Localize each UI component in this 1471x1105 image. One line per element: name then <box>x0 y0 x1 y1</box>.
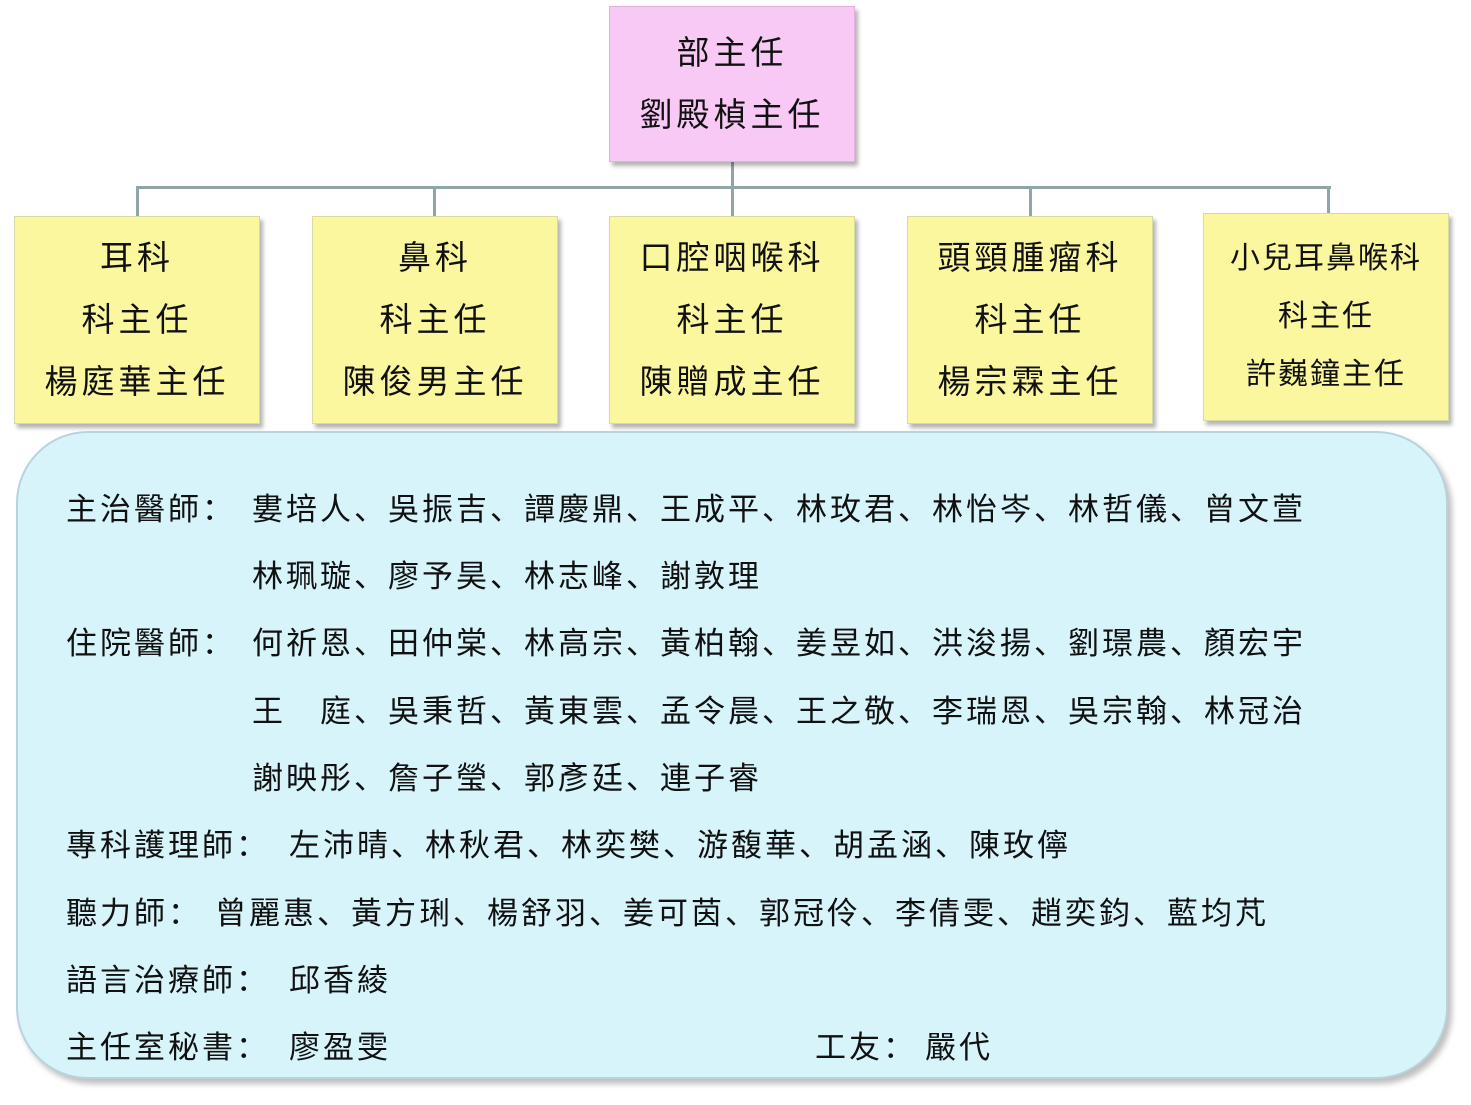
dept-role: 科主任 <box>974 300 1086 339</box>
audiologist-label: 聽力師： <box>66 896 202 932</box>
secretary-label: 主任室秘書： <box>66 1030 270 1066</box>
connector-drop-pediatric <box>1327 186 1330 216</box>
attending-names-line2: 林珮璇、廖予昊、林志峰、謝敦理 <box>252 559 762 595</box>
connector-drop-headneck <box>1029 186 1032 216</box>
dept-role: 科主任 <box>81 300 193 339</box>
dept-node-throat: 口腔咽喉科 科主任 陳贈成主任 <box>609 216 855 424</box>
resident-names-line2: 王 庭、吳秉哲、黃東雲、孟令晨、王之敬、李瑞恩、吳宗翰、林冠治 <box>252 694 1306 730</box>
speech-therapist-label: 語言治療師： <box>66 963 270 999</box>
connector-drop-nose <box>433 186 436 216</box>
attending-names-line1: 婁培人、吳振吉、譚慶鼎、王成平、林玫君、林怡岑、林哲儀、曾文萱 <box>252 492 1306 528</box>
root-title: 部主任 <box>676 33 788 72</box>
worker-label: 工友： <box>815 1030 917 1066</box>
dept-name: 耳科 <box>100 238 174 277</box>
connector-drop-ear <box>136 186 139 216</box>
np-label: 專科護理師： <box>66 828 270 864</box>
dept-head: 陳俊男主任 <box>342 362 528 401</box>
connector-root-stem <box>731 162 734 190</box>
root-node: 部主任 劉殿楨主任 <box>609 6 855 162</box>
dept-head: 陳贈成主任 <box>639 362 825 401</box>
resident-label: 住院醫師： <box>66 626 236 662</box>
dept-head: 楊宗霖主任 <box>937 362 1123 401</box>
dept-name: 小兒耳鼻喉科 <box>1230 241 1422 276</box>
dept-name: 口腔咽喉科 <box>639 238 825 277</box>
secretary-names: 廖盈雯 <box>289 1030 391 1066</box>
root-name: 劉殿楨主任 <box>639 95 825 134</box>
dept-node-ear: 耳科 科主任 楊庭華主任 <box>14 216 260 424</box>
speech-therapist-names: 邱香綾 <box>289 963 391 999</box>
staff-panel <box>16 431 1448 1079</box>
dept-node-headneck: 頭頸腫瘤科 科主任 楊宗霖主任 <box>907 216 1153 424</box>
dept-role: 科主任 <box>379 300 491 339</box>
dept-name: 鼻科 <box>398 238 472 277</box>
attending-label: 主治醫師： <box>66 492 236 528</box>
resident-names-line1: 何祈恩、田仲棠、林高宗、黃柏翰、姜昱如、洪浚揚、劉璟農、顏宏宇 <box>252 626 1306 662</box>
dept-role: 科主任 <box>1278 299 1374 334</box>
dept-role: 科主任 <box>676 300 788 339</box>
audiologist-names: 曾麗惠、黃方琍、楊舒羽、姜可茵、郭冠伶、李倩雯、趙奕鈞、藍均芃 <box>215 896 1269 932</box>
dept-name: 頭頸腫瘤科 <box>937 238 1123 277</box>
connector-drop-throat <box>731 186 734 216</box>
dept-head: 許巍鐘主任 <box>1246 357 1406 392</box>
worker-names: 嚴代 <box>925 1030 993 1066</box>
np-names: 左沛晴、林秋君、林奕樊、游馥華、胡孟涵、陳玫儜 <box>289 828 1071 864</box>
dept-head: 楊庭華主任 <box>44 362 230 401</box>
resident-names-line3: 謝映彤、詹子瑩、郭彥廷、連子睿 <box>252 761 762 797</box>
dept-node-pediatric: 小兒耳鼻喉科 科主任 許巍鐘主任 <box>1203 213 1449 421</box>
dept-node-nose: 鼻科 科主任 陳俊男主任 <box>312 216 558 424</box>
